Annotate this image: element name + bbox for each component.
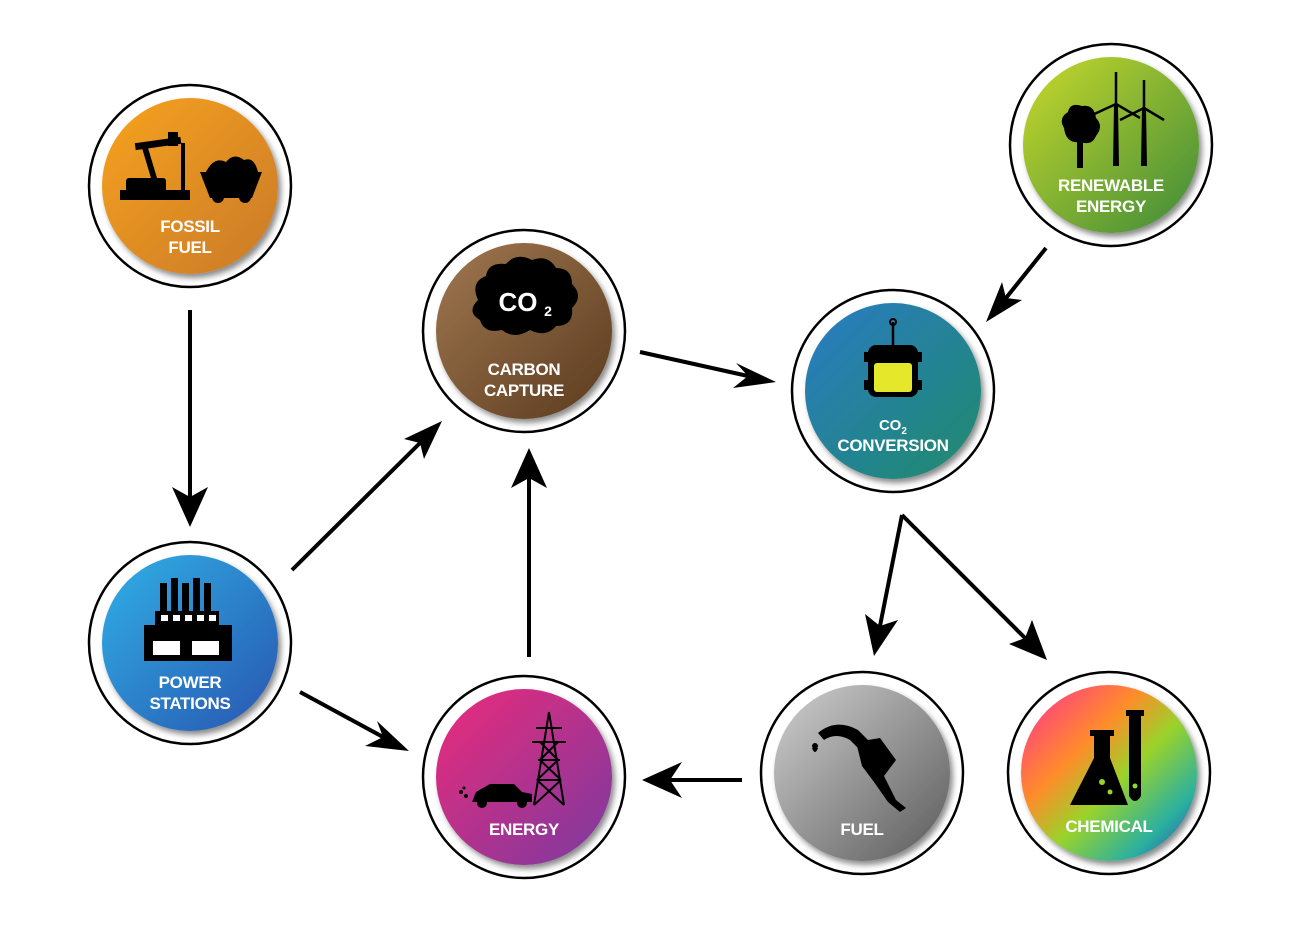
node-label: CARBON [488,360,561,379]
node-label: FUEL [168,238,211,257]
co2-cloud-icon: CO 2 [472,256,578,335]
arrowhead-icon [642,762,682,798]
node-label: ENERGY [1076,197,1147,216]
node-label: STATIONS [149,694,230,713]
node-label: CAPTURE [484,381,564,400]
arrow-power-to-carbon [290,441,422,572]
node-fuel: FUEL [759,670,965,876]
node-power-stations: POWER STATIONS [87,540,293,746]
arrowhead-icon [1009,620,1047,660]
node-label: FUEL [840,820,883,839]
node-co2-conversion: CO 2 CONVERSION [790,288,996,494]
node-label: ENERGY [489,820,560,839]
factory-icon [144,578,232,661]
fuel-nozzle-icon [812,724,906,812]
arrowhead-icon [986,282,1022,322]
node-label: POWER [159,673,222,692]
car-pylon-icon [459,711,566,808]
node-label: RENEWABLE [1058,176,1164,195]
oil-pump-coal-cart-icon [120,132,262,203]
arrows-layer [172,246,1048,798]
co2-cloud-text: CO [499,287,538,317]
node-carbon-capture: CO 2 CARBON CAPTURE [421,228,627,434]
arrowhead-icon [733,363,776,388]
arrow-conversion-to-fuel [878,514,904,627]
node-fossil-fuel: FOSSIL FUEL [87,83,293,289]
node-chemical: CHEMICAL [1006,670,1212,876]
tree-wind-turbine-icon [1061,72,1165,168]
node-label-subscript: 2 [901,426,907,437]
reactor-vessel-icon [864,318,922,397]
node-label: FOSSIL [160,217,220,236]
co2-cloud-subscript: 2 [544,303,552,319]
node-label: CO [879,417,902,434]
arrowhead-icon [865,614,898,656]
arrow-conversion-to-chemical [900,513,1027,640]
arrowhead-icon [404,421,442,459]
flask-test-tube-icon [1070,710,1144,805]
arrowhead-icon [511,448,547,488]
node-label: CONVERSION [837,436,948,455]
arrow-carbon-to-conversion [639,350,749,378]
node-energy: ENERGY [421,674,627,880]
arrow-power-to-energy [299,690,384,739]
node-label: CHEMICAL [1065,817,1152,836]
arrowhead-icon [172,487,208,527]
arrowhead-icon [365,721,409,751]
node-renewable-energy: RENEWABLE ENERGY [1008,42,1214,248]
arrow-renewable-to-conversion [1004,246,1048,300]
